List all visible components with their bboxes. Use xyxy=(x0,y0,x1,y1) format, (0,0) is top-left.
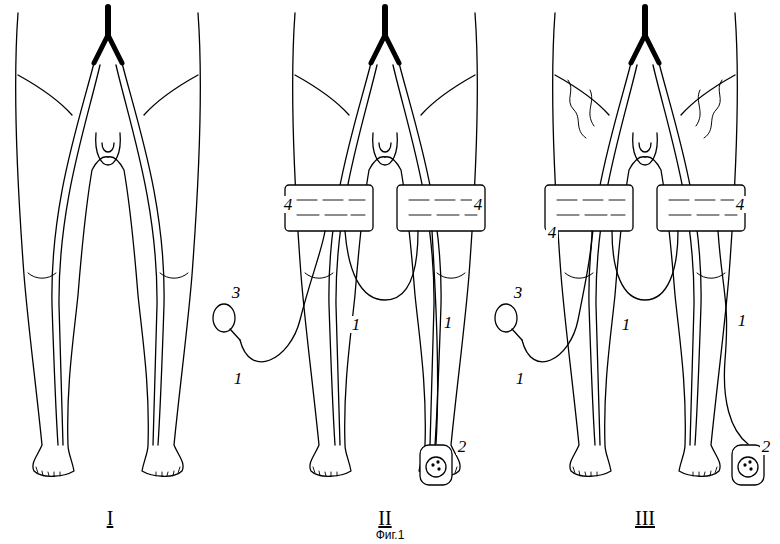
callout-number: 3 xyxy=(512,284,525,301)
callout-number: 4 xyxy=(472,196,485,213)
panel-number: II xyxy=(376,508,393,528)
panel-number: III xyxy=(633,508,657,528)
callout-number: 1 xyxy=(350,316,363,333)
callout-number: 1 xyxy=(736,312,749,329)
callout-number: 1 xyxy=(514,370,527,387)
callout-number: 3 xyxy=(230,284,243,301)
callout-number: 1 xyxy=(620,316,633,333)
callout-number: 1 xyxy=(232,370,245,387)
callout-number: 4 xyxy=(282,196,295,213)
figure-caption: Фиг.1 xyxy=(374,529,407,541)
callout-number: 4 xyxy=(734,196,747,213)
callout-number: 1 xyxy=(442,314,455,331)
callout-number: 2 xyxy=(456,438,469,455)
callout-number: 4 xyxy=(546,224,559,241)
panel-number: I xyxy=(105,508,116,528)
callout-number: 2 xyxy=(760,438,773,455)
